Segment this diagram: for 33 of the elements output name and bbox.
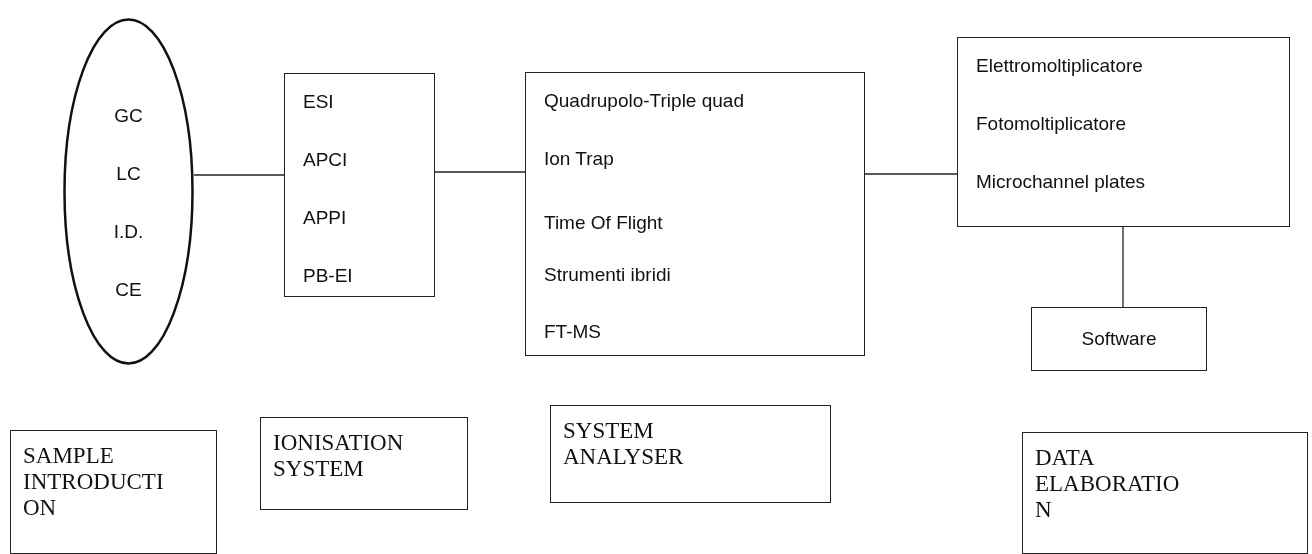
list-box — [957, 37, 1290, 227]
item-text: I.D. — [112, 220, 145, 244]
item-text: Ion Trap — [544, 147, 614, 171]
item-text: Strumenti ibridi — [544, 263, 671, 287]
stage-label-box — [1022, 432, 1308, 554]
item-text: Fotomoltiplicatore — [976, 112, 1126, 136]
stage-label-box — [10, 430, 217, 554]
item-text: Time Of Flight — [544, 211, 663, 235]
process-box — [1031, 307, 1207, 371]
item-text: ESI — [303, 90, 334, 114]
stage-label-box — [260, 417, 468, 510]
item-text: Software — [1081, 327, 1157, 351]
connector-line — [864, 173, 958, 175]
item-text: GC — [113, 104, 144, 128]
item-text: FT-MS — [544, 320, 601, 344]
stage-label-box — [550, 405, 831, 503]
item-text: LC — [115, 162, 142, 186]
connector-line — [1122, 226, 1124, 308]
list-box — [525, 72, 865, 356]
item-text: APCI — [303, 148, 348, 172]
item-text: Quadrupolo-Triple quad — [544, 89, 744, 113]
stage-label: DATA ELABORATION — [1035, 445, 1181, 523]
stage-label: SAMPLE INTRODUCTION — [23, 443, 165, 521]
connector-line — [434, 171, 526, 173]
stage-label: SYSTEM ANALYSER — [563, 418, 685, 470]
stage-label: IONISATION SYSTEM — [273, 430, 405, 482]
connector-line — [193, 174, 285, 176]
item-text: Microchannel plates — [976, 170, 1145, 194]
item-text: CE — [114, 278, 143, 302]
item-text: APPI — [303, 206, 347, 230]
item-text: PB-EI — [303, 264, 353, 288]
list-box — [284, 73, 435, 297]
item-text: Elettromoltiplicatore — [976, 54, 1143, 78]
